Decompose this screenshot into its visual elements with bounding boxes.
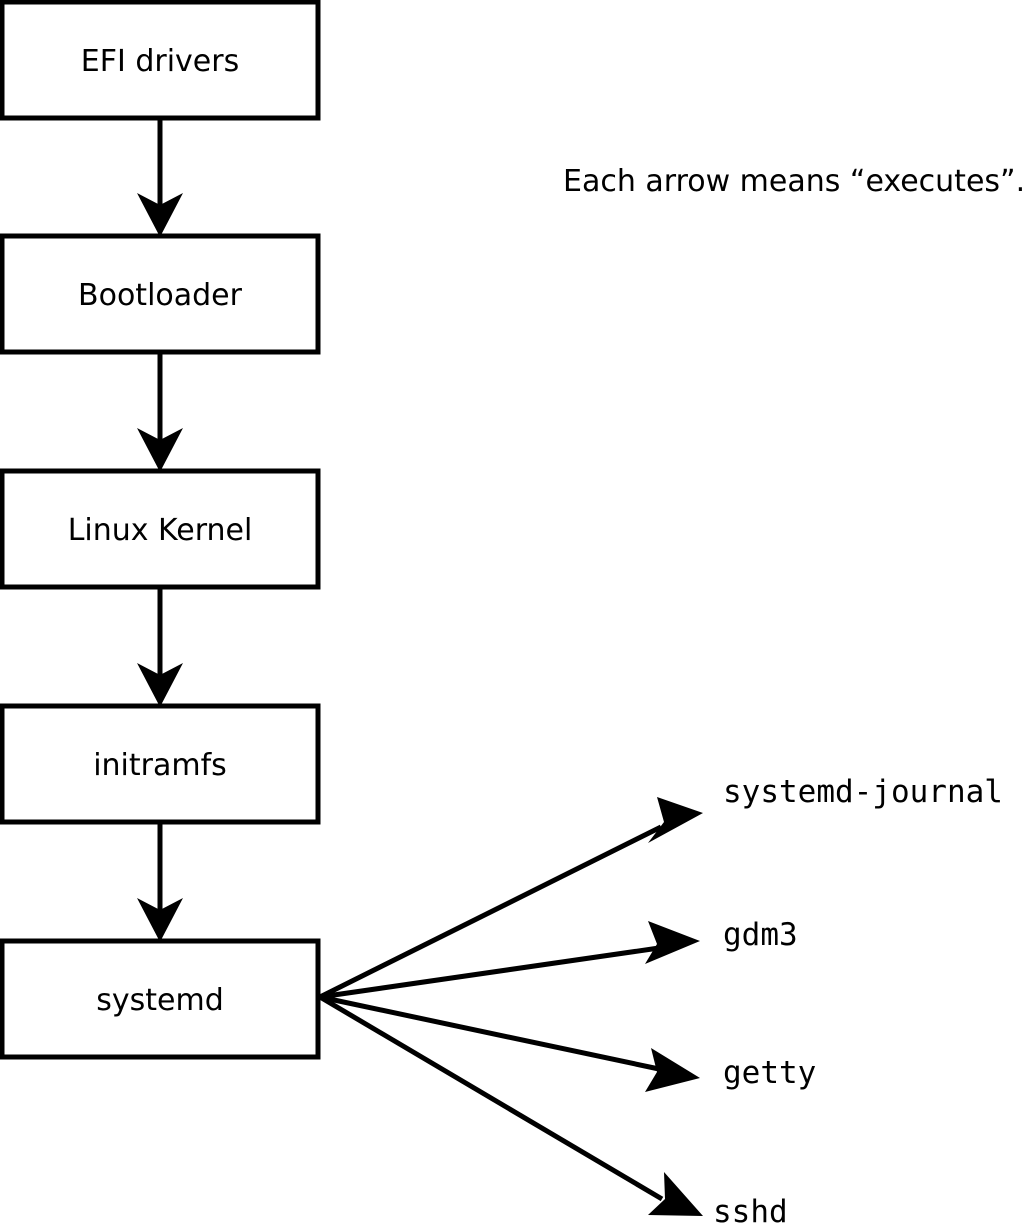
arrow-systemd-to-systemd-journal <box>318 797 703 1000</box>
service-label-systemd-journal: systemd-journal <box>723 774 1003 810</box>
service-label-getty: getty <box>723 1055 816 1091</box>
arrow-head-icon <box>648 1172 703 1216</box>
node-efi-drivers-label: EFI drivers <box>81 44 239 79</box>
node-efi-drivers-rect <box>0 0 321 121</box>
node-systemd-label: systemd <box>96 983 224 1018</box>
arrow-head-down-icon <box>137 663 183 707</box>
service-label-gdm3: gdm3 <box>723 917 798 953</box>
arrow-systemd-to-getty <box>319 994 700 1092</box>
node-bootloader[interactable]: Bootloader <box>0 233 321 355</box>
service-arrows-group <box>318 797 703 1216</box>
arrow-head-down-icon <box>137 898 183 942</box>
service-labels-group: systemd-journal gdm3 getty sshd <box>713 774 1003 1230</box>
node-linux-kernel[interactable]: Linux Kernel <box>0 468 321 590</box>
node-initramfs[interactable]: initramfs <box>0 703 321 825</box>
arrow-head-icon <box>648 797 703 843</box>
node-initramfs-rect <box>0 703 321 825</box>
arrow-head-down-icon <box>137 193 183 237</box>
node-linux-kernel-rect <box>0 468 321 590</box>
arrow-head-icon <box>645 921 700 964</box>
node-bootloader-label: Bootloader <box>78 278 243 313</box>
arrow-head-down-icon <box>137 428 183 472</box>
diagram-caption: Each arrow means “executes”. <box>563 164 1023 199</box>
arrow-systemd-to-sshd <box>318 994 703 1216</box>
arrow-initramfs-to-systemd <box>137 823 183 942</box>
node-systemd-rect <box>0 938 321 1060</box>
service-label-sshd: sshd <box>713 1194 788 1230</box>
node-systemd[interactable]: systemd <box>0 938 321 1060</box>
arrow-systemd-to-gdm3 <box>319 921 700 1000</box>
arrow-bootloader-to-kernel <box>137 353 183 472</box>
arrow-efi-to-bootloader <box>137 118 183 237</box>
node-linux-kernel-label: Linux Kernel <box>68 513 253 548</box>
arrow-kernel-to-initramfs <box>137 588 183 707</box>
arrow-head-icon <box>645 1048 700 1092</box>
chain-arrows-group <box>137 118 183 942</box>
node-efi-drivers[interactable]: EFI drivers <box>0 0 321 121</box>
node-initramfs-label: initramfs <box>93 748 227 783</box>
